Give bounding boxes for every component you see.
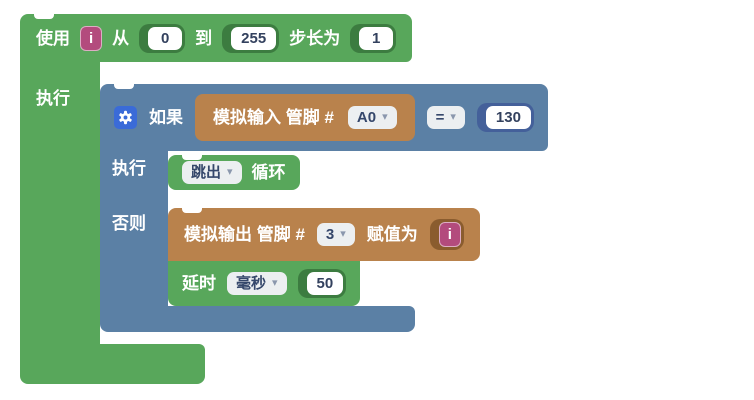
- break-type-value: 跳出: [191, 164, 222, 181]
- if-else-statements: 模拟输出 管脚 # 3 ▾ 赋值为 i: [168, 206, 480, 306]
- assign-label: 赋值为: [366, 225, 418, 244]
- mutator-gear-icon[interactable]: [114, 106, 137, 129]
- delay-label: 延时: [182, 274, 216, 293]
- for-from-label: 从: [112, 28, 130, 48]
- from-value-field[interactable]: 0: [148, 26, 183, 50]
- if-do-label: 执行: [112, 159, 146, 178]
- operator-value: =: [435, 109, 445, 126]
- analog-write-block[interactable]: 模拟输出 管脚 # 3 ▾ 赋值为 i: [168, 208, 480, 261]
- if-do-row: 执行 跳出 ▾ 循环: [100, 151, 300, 206]
- for-loop-header[interactable]: 使用 i 从 0 到 255 步长为 1: [20, 14, 413, 62]
- analog-write-pin-value: 3: [325, 226, 335, 243]
- for-loop-statements: 如果 模拟输入 管脚 # A0 ▾ = ▾: [100, 62, 548, 344]
- assign-value-socket: i: [429, 219, 464, 250]
- operator-dropdown[interactable]: = ▾: [426, 106, 465, 129]
- analog-read-block[interactable]: 模拟输入 管脚 # A0 ▾: [195, 94, 415, 141]
- for-loop-bottom: [20, 344, 205, 384]
- step-value-field[interactable]: 1: [359, 26, 394, 50]
- delay-block[interactable]: 延时 毫秒 ▾ 50: [168, 261, 361, 306]
- if-else-label: 否则: [112, 214, 146, 233]
- break-type-dropdown[interactable]: 跳出 ▾: [182, 161, 242, 184]
- dropdown-caret-icon: ▾: [450, 111, 456, 123]
- assign-variable-chip[interactable]: i: [438, 222, 461, 247]
- delay-value-field[interactable]: 50: [306, 272, 344, 295]
- delay-value-socket: 50: [297, 269, 347, 298]
- compare-value-socket: 130: [476, 103, 534, 132]
- if-else-section: 否则: [100, 206, 168, 306]
- if-else-row: 否则 模拟输出 管脚 # 3 ▾ 赋值为: [100, 206, 480, 306]
- if-do-section: 执行: [100, 151, 168, 206]
- dropdown-caret-icon: ▾: [227, 166, 233, 178]
- dropdown-caret-icon: ▾: [272, 277, 278, 289]
- analog-write-pin-dropdown[interactable]: 3 ▾: [316, 223, 355, 246]
- to-value-socket: 255: [222, 23, 280, 53]
- analog-write-label: 模拟输出 管脚 #: [184, 225, 305, 244]
- dropdown-caret-icon: ▾: [340, 228, 346, 240]
- if-label: 如果: [149, 108, 183, 127]
- analog-read-pin-value: A0: [356, 109, 377, 126]
- loop-variable-chip[interactable]: i: [80, 25, 103, 51]
- for-loop-body: 执行: [20, 62, 548, 344]
- break-block[interactable]: 跳出 ▾ 循环: [168, 155, 300, 190]
- step-value-socket: 1: [350, 23, 397, 53]
- to-value-field[interactable]: 255: [231, 26, 277, 50]
- for-step-label: 步长为: [289, 28, 341, 48]
- if-else-block[interactable]: 如果 模拟输入 管脚 # A0 ▾ = ▾: [100, 84, 548, 332]
- analog-read-pin-dropdown[interactable]: A0 ▾: [347, 106, 397, 129]
- compare-value-field[interactable]: 130: [485, 106, 531, 129]
- for-loop-block[interactable]: 使用 i 从 0 到 255 步长为 1 执行: [20, 14, 548, 384]
- from-value-socket: 0: [139, 23, 186, 53]
- for-do-label: 执行: [36, 89, 70, 108]
- for-use-label: 使用: [36, 28, 70, 48]
- for-to-label: 到: [195, 28, 213, 48]
- dropdown-caret-icon: ▾: [382, 111, 388, 123]
- analog-read-label: 模拟输入 管脚 #: [213, 108, 334, 127]
- if-header[interactable]: 如果 模拟输入 管脚 # A0 ▾ = ▾: [100, 84, 548, 151]
- if-block-bottom: [100, 306, 415, 332]
- delay-unit-value: 毫秒: [236, 275, 267, 292]
- break-suffix-label: 循环: [251, 163, 286, 182]
- for-do-section: 执行: [20, 62, 100, 344]
- if-do-statements: 跳出 ▾ 循环: [168, 151, 300, 206]
- delay-unit-dropdown[interactable]: 毫秒 ▾: [227, 272, 287, 295]
